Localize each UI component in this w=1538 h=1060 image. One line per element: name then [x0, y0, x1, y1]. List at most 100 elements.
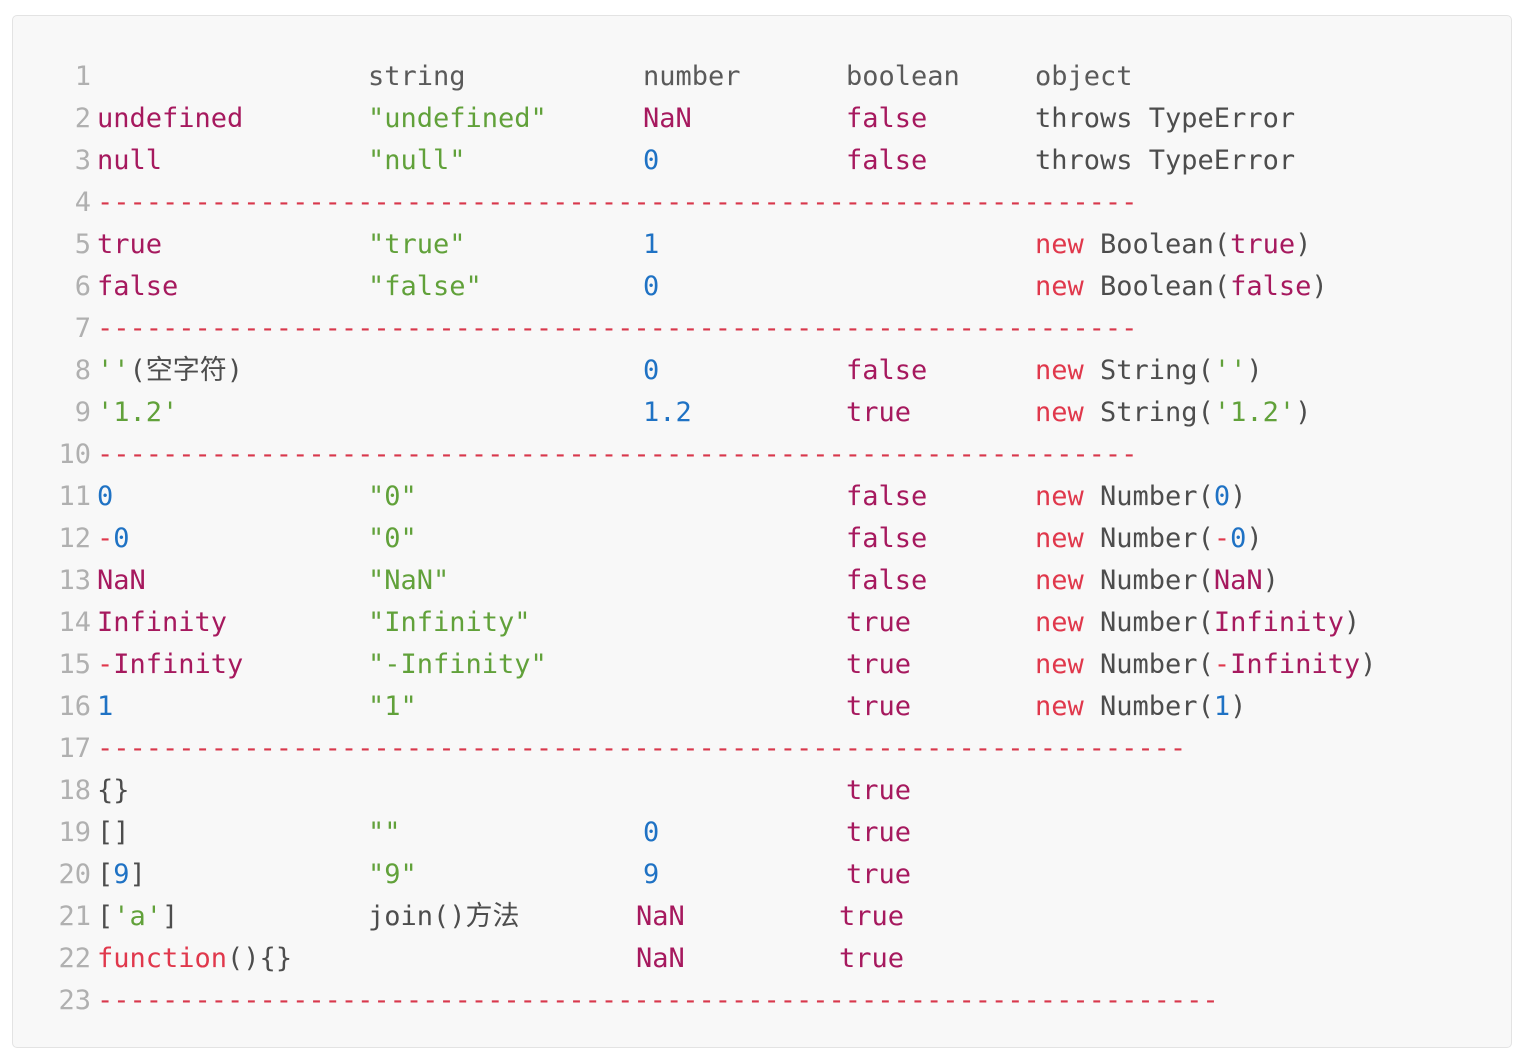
constructor-arg: Infinity — [1213, 607, 1344, 638]
cell-string: "false" — [368, 271, 482, 302]
numeric-literal: 9 — [113, 859, 130, 890]
keyword-new: new — [1035, 229, 1101, 260]
keyword-new: new — [1035, 481, 1101, 512]
keyword-new: new — [1035, 649, 1101, 680]
cell-boolean: true — [846, 691, 912, 722]
separator-rule: ----------------------------------------… — [97, 439, 1138, 470]
code-line-2: 2 undefined "undefined" NaN false throws… — [13, 98, 1511, 140]
constructor-arg: '' — [1213, 355, 1247, 386]
constructor-arg: 0 — [1230, 523, 1247, 554]
cell-boolean: false — [846, 103, 928, 134]
cell-object: new Number(-0) — [1035, 518, 1263, 560]
code-line-11: 11 0 "0" false new Number(0) — [13, 476, 1511, 518]
cell-number: 1 — [643, 229, 660, 260]
cell-string: "0" — [368, 481, 417, 512]
unary-minus: - — [1213, 523, 1231, 554]
line-number: 12 — [58, 523, 91, 554]
code-line-16: 16 1 "1" true new Number(1) — [13, 686, 1511, 728]
cell-value: 0 — [97, 481, 114, 512]
bracket-close: ] — [162, 901, 179, 932]
line-number: 7 — [74, 313, 91, 344]
constructor-name: Number( — [1100, 523, 1214, 554]
value-note: (空字符) — [129, 355, 244, 386]
code-line-15: 15 -Infinity "-Infinity" true new Number… — [13, 644, 1511, 686]
cell-boolean: true — [846, 649, 912, 680]
separator-rule: ----------------------------------------… — [97, 313, 1138, 344]
cell-number: NaN — [636, 901, 685, 932]
unary-minus: - — [1213, 649, 1231, 680]
separator-rule: ----------------------------------------… — [97, 985, 1219, 1016]
constructor-name: Number( — [1100, 481, 1214, 512]
numeric-literal: 0 — [113, 523, 130, 554]
code-line-10: 10 -------------------------------------… — [13, 434, 1511, 476]
cell-boolean: false — [846, 481, 928, 512]
cell-value: [] — [97, 817, 130, 848]
line-number: 18 — [58, 775, 91, 806]
constructor-arg: false — [1230, 271, 1312, 302]
function-body: (){} — [227, 943, 293, 974]
cell-boolean: false — [846, 355, 928, 386]
cell-object: throws TypeError — [1035, 103, 1296, 134]
cell-value: null — [97, 145, 163, 176]
separator-rule: ----------------------------------------… — [97, 187, 1138, 218]
cell-boolean: true — [839, 943, 905, 974]
cell-boolean: false — [846, 565, 928, 596]
code-line-22: 22 function(){} NaN true — [13, 938, 1511, 980]
code-line-1: 1 string number boolean object — [13, 56, 1511, 98]
unary-minus: - — [97, 649, 114, 680]
cell-boolean: true — [846, 817, 912, 848]
cell-string: join()方法 — [368, 901, 520, 932]
code-line-5: 5 true "true" 1 new Boolean(true) — [13, 224, 1511, 266]
paren-close: ) — [1230, 481, 1247, 512]
constructor-name: String( — [1100, 397, 1214, 428]
keyword-infinity: Infinity — [113, 649, 244, 680]
cell-number: NaN — [643, 103, 692, 134]
paren-close: ) — [1246, 523, 1263, 554]
code-block: 1 string number boolean object 2 undefin… — [12, 15, 1512, 1048]
constructor-name: Number( — [1100, 649, 1214, 680]
line-number: 14 — [58, 607, 91, 638]
cell-number: 1.2 — [643, 397, 692, 428]
code-line-18: 18 {} true — [13, 770, 1511, 812]
cell-value: '1.2' — [97, 397, 179, 428]
cell-string: "NaN" — [368, 565, 450, 596]
line-number: 9 — [74, 397, 91, 428]
paren-close: ) — [1230, 691, 1247, 722]
cell-string: "undefined" — [368, 103, 547, 134]
cell-string: "" — [368, 817, 401, 848]
column-header-string: string — [368, 61, 466, 92]
bracket-open: [ — [97, 859, 114, 890]
cell-number: 0 — [643, 145, 660, 176]
code-line-23: 23 -------------------------------------… — [13, 980, 1511, 1022]
line-number: 1 — [74, 61, 91, 92]
code-line-17: 17 -------------------------------------… — [13, 728, 1511, 770]
cell-object: throws TypeError — [1035, 145, 1296, 176]
cell-number: 0 — [643, 271, 660, 302]
code-lines: 1 string number boolean object 2 undefin… — [13, 16, 1511, 1022]
cell-value: [9] — [97, 854, 146, 896]
cell-value: ['a'] — [97, 896, 178, 938]
cell-boolean: true — [846, 397, 912, 428]
cell-string: "Infinity" — [368, 607, 531, 638]
cell-value: -Infinity — [97, 644, 243, 686]
cell-boolean: true — [846, 859, 912, 890]
paren-close: ) — [1360, 649, 1377, 680]
code-line-6: 6 false "false" 0 new Boolean(false) — [13, 266, 1511, 308]
cell-object: new Number(-Infinity) — [1035, 644, 1376, 686]
cell-string: "1" — [368, 691, 417, 722]
line-number: 15 — [58, 649, 91, 680]
constructor-arg: true — [1230, 229, 1296, 260]
code-line-9: 9 '1.2' 1.2 true new String('1.2') — [13, 392, 1511, 434]
keyword-new: new — [1035, 565, 1101, 596]
keyword-new: new — [1035, 607, 1101, 638]
column-header-number: number — [643, 61, 741, 92]
cell-value: Infinity — [97, 607, 228, 638]
constructor-name: Number( — [1100, 565, 1214, 596]
line-number: 16 — [58, 691, 91, 722]
code-line-4: 4 --------------------------------------… — [13, 182, 1511, 224]
paren-close: ) — [1343, 607, 1361, 638]
line-number: 4 — [74, 187, 91, 218]
cell-object: new Number(1) — [1035, 686, 1246, 728]
bracket-close: ] — [129, 859, 146, 890]
paren-close: ) — [1262, 565, 1279, 596]
